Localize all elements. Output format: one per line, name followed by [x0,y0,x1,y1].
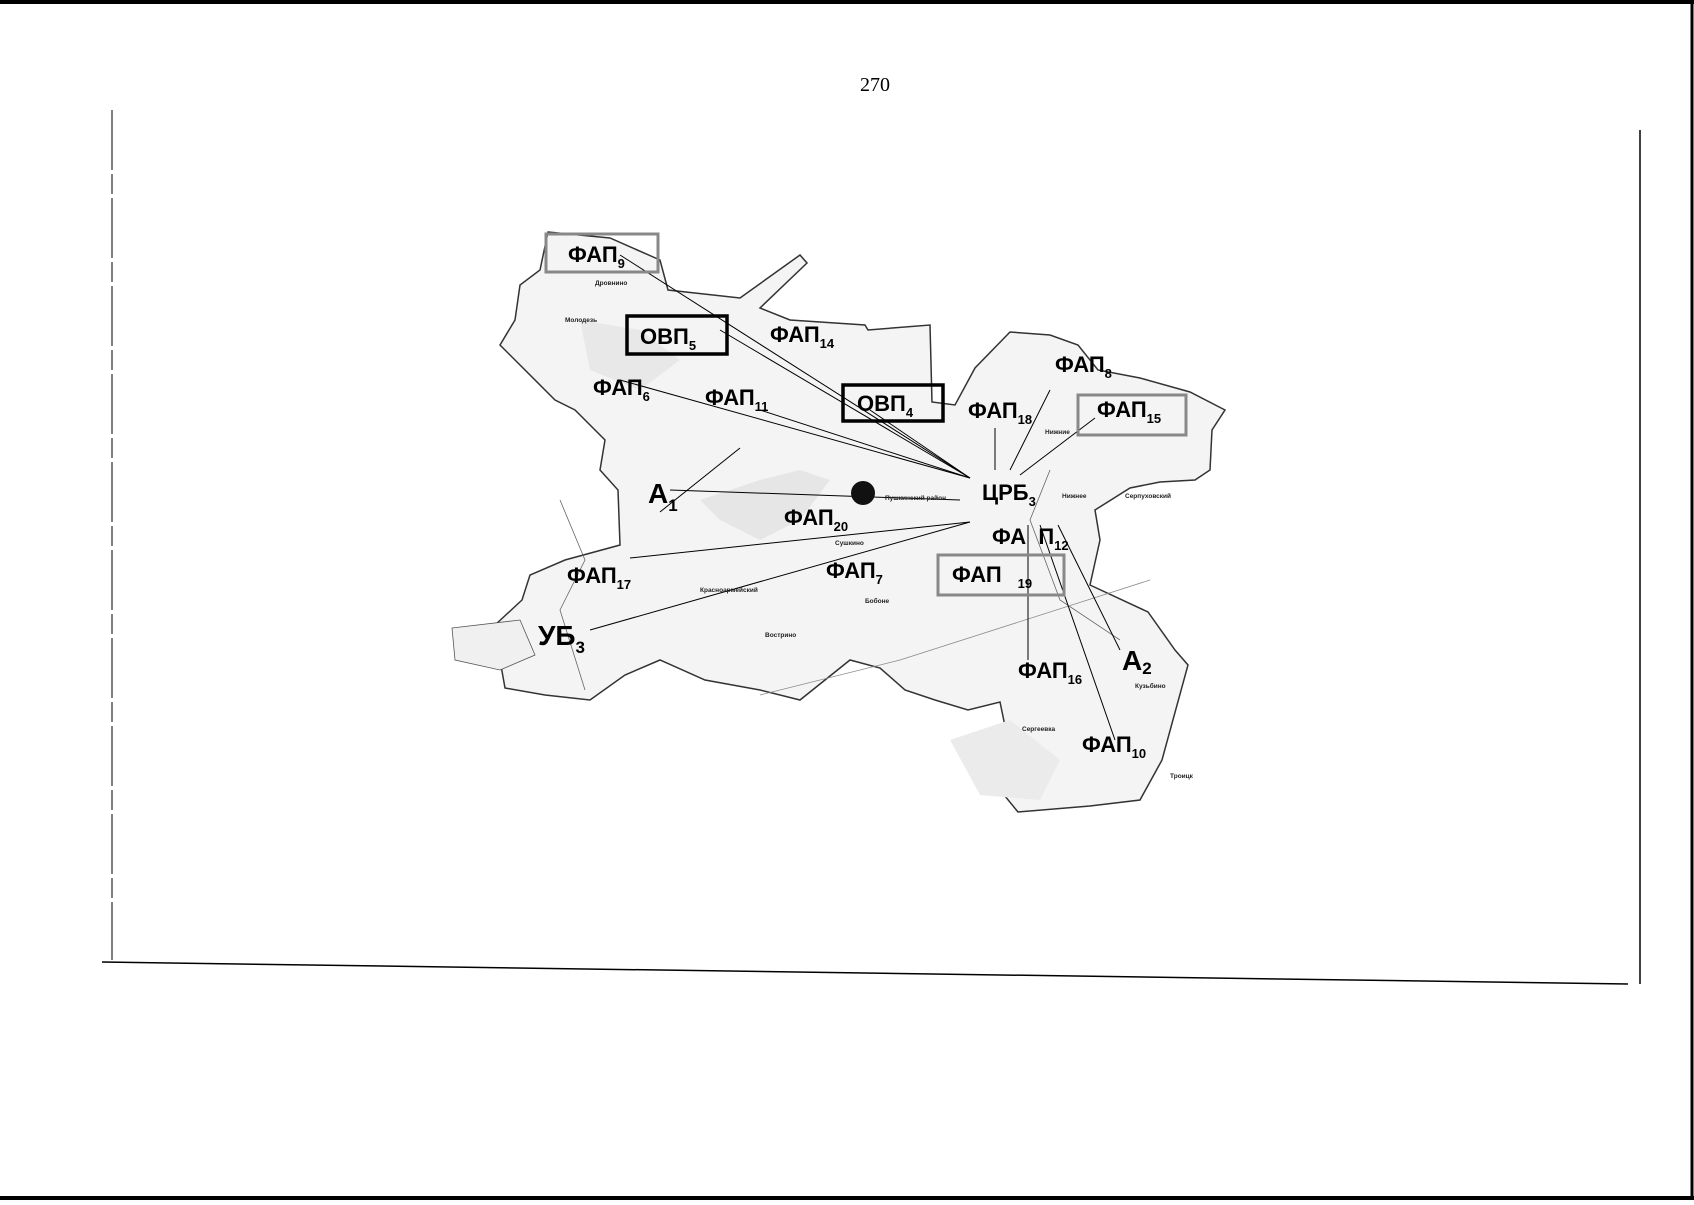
town-label: Серпуховский [1125,492,1171,500]
town-label: Бобоне [865,597,890,605]
town-label: Троицк [1170,773,1194,780]
node-fap12: ФА П12 [992,524,1069,553]
node-fap11: ФАП11 [705,385,768,414]
town-label: Дровнино [595,280,627,287]
node-fap6: ФАП6 [593,375,650,404]
node-frames [544,232,1188,597]
node-fap9: ФАП9 [568,242,625,271]
node-fap7: ФАП7 [826,558,883,587]
region-outline [451,231,1227,813]
town-labels: Дровнино Молодезь Пушкинский район Красн… [565,280,1194,780]
town-label: Нижние [1045,429,1070,436]
frame-fap15 [1076,393,1188,437]
town-label: Молодезь [565,317,597,324]
node-fap15: ФАП15 [1097,397,1161,426]
node-ub3: УБ3 [538,620,585,657]
frame-ovp5 [625,314,729,356]
figure-border [101,110,1641,985]
town-label: Кузьбино [1135,682,1166,690]
town-label: Вострино [765,632,796,639]
node-fap18: ФАП18 [968,398,1032,427]
town-label: Красноармейский [700,586,758,594]
town-label: Пушкинский район [885,494,946,502]
node-labels: ФАП9 ОВП5 ФАП14 ОВП4 ФАП8 ФАП6 ФАП11 ФАП… [538,242,1161,761]
node-fap10: ФАП10 [1082,732,1146,761]
frame-ovp4 [841,383,945,423]
node-ovp5: ОВП5 [640,324,696,353]
town-label: Сергеевка [1022,726,1055,733]
frame-fap9 [544,232,660,274]
town-label: Нижнее [1062,493,1087,500]
node-fap14: ФАП14 [770,322,835,351]
node-fap17: ФАП17 [567,563,631,592]
node-fap16: ФАП16 [1018,658,1082,687]
node-a2: А2 [1122,645,1152,678]
page-number: 270 [860,74,890,96]
node-fap8: ФАП8 [1055,352,1112,381]
town-label: Сушкино [835,540,864,547]
node-fap20: ФАП20 [784,505,848,534]
node-ovp4: ОВП4 [857,391,914,420]
connection-lines [589,254,1121,741]
frame-fap19 [936,553,1066,597]
node-a1: А1 [648,478,678,515]
crb-marker-icon [851,481,875,505]
node-crb3: ЦРБ3 [982,480,1036,509]
